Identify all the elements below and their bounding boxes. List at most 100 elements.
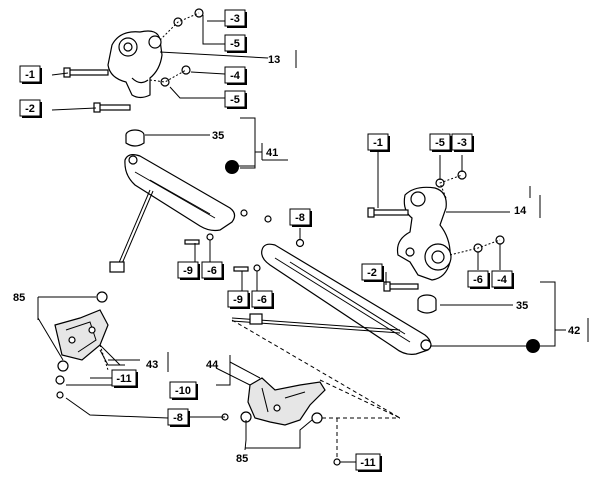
callout-6-a: -6: [201, 261, 224, 280]
callout-9-b: -9: [227, 290, 250, 309]
washer-10-left: [55, 375, 65, 385]
callout-label: -9: [233, 294, 243, 306]
washer-5-top-b: [160, 77, 170, 87]
washer-6-b: [253, 264, 261, 272]
callout-35-right: 35: [516, 300, 528, 312]
callout-label: 85: [13, 292, 25, 304]
callout-label: -11: [360, 457, 375, 469]
callout-label: -9: [183, 265, 193, 277]
callout-5-top-b: -5: [224, 90, 247, 109]
bolt-8-left: [56, 391, 64, 399]
bush-85-left: [96, 291, 108, 303]
rod-end-left: [109, 261, 125, 273]
callout-11-bottom: -11: [355, 453, 382, 472]
dashed-guide-b: [319, 379, 401, 419]
callout-label: -3: [457, 137, 467, 149]
callout-label: -6: [473, 274, 483, 286]
callout-85-left: 85: [13, 292, 25, 304]
callout-5-right: -5: [429, 133, 452, 152]
bush-85-left-low: [57, 360, 69, 372]
callout-label: -1: [25, 69, 35, 81]
callout-label: -11: [116, 373, 131, 385]
callout-label: -2: [25, 103, 35, 115]
nut-3-right: [457, 170, 467, 180]
rod-end-right: [249, 313, 263, 325]
callout-8-low: -8: [167, 408, 190, 427]
callout-42: 42: [568, 318, 589, 342]
callout-label: -10: [175, 385, 191, 397]
bolt-9-a: [184, 239, 200, 245]
callout-label: 41: [266, 147, 278, 159]
bracket-44: [247, 377, 326, 426]
ref-dot-42: [526, 339, 540, 353]
callout-2-right: -2: [361, 263, 384, 282]
callout-label: -5: [230, 94, 240, 106]
washer-8-mid: [295, 238, 305, 248]
bolt-1-top: [63, 67, 109, 78]
bushing-35-right: [417, 294, 437, 314]
callout-label: 13: [268, 54, 280, 66]
callout-13: 13: [268, 50, 297, 68]
callout-label: 44: [206, 359, 219, 371]
callout-6-right: -6: [467, 270, 490, 289]
callout-label: -5: [230, 38, 240, 50]
callout-10: -10: [169, 381, 198, 400]
steering-knuckle-left: [107, 30, 163, 99]
callout-label: 85: [236, 453, 248, 465]
callout-label: -4: [497, 274, 508, 286]
bolt-1-right: [367, 207, 409, 218]
callout-label: -6: [207, 265, 217, 277]
nut-4-top: [181, 65, 191, 75]
callout-label: -8: [295, 212, 305, 224]
callout-label: -4: [230, 70, 241, 82]
callout-2-top: -2: [19, 99, 42, 118]
callout-14: 14: [514, 195, 541, 218]
callout-1-top: -1: [19, 65, 42, 84]
bush-85-bottom: [311, 412, 323, 424]
callout-35-top: 35: [212, 130, 224, 142]
bolt-11-bottom: [333, 458, 341, 466]
bushing-35-top: [125, 129, 145, 147]
callout-label: -6: [257, 294, 267, 306]
callout-label: -1: [373, 137, 383, 149]
callout-3-right: -3: [451, 133, 474, 152]
dashed-guide-a: [231, 319, 401, 419]
callout-label: -3: [230, 13, 240, 25]
callout-label: 35: [516, 300, 528, 312]
callout-label: 35: [212, 130, 224, 142]
bolt-2-right: [383, 281, 419, 292]
callout-4-right: -4: [491, 270, 514, 289]
ref-dot-41: [225, 160, 239, 174]
callout-label: -8: [173, 412, 183, 424]
steering-knuckle-right: [396, 186, 452, 281]
callout-6-b: -6: [251, 290, 274, 309]
callout-3-top: -3: [224, 9, 247, 28]
callout-41: 41: [261, 143, 288, 161]
callout-label: -5: [435, 137, 445, 149]
callout-43: 43: [146, 352, 169, 372]
nut-mid-a: [240, 209, 248, 217]
callout-4-top: -4: [224, 66, 247, 85]
callout-44: 44: [206, 355, 231, 372]
suspension-arm-right: [261, 243, 432, 355]
callout-5-top-a: -5: [224, 34, 247, 53]
leader-lines: [37, 15, 566, 463]
bolt-9-b: [233, 266, 249, 272]
callout-1-right: -1: [367, 133, 390, 152]
callout-label: 42: [568, 325, 580, 337]
callout-11-left: -11: [111, 369, 138, 388]
callout-label: -2: [367, 267, 377, 279]
callout-label: 14: [514, 205, 527, 217]
nut-mid-b: [264, 215, 272, 223]
callout-85-bottom: 85: [236, 453, 248, 465]
washer-6-a: [206, 233, 214, 241]
bracket-43: [54, 309, 109, 361]
bolt-2-top: [93, 102, 131, 113]
strut-rod-left: [117, 189, 151, 266]
callout-label: 43: [146, 359, 158, 371]
callout-8-mid: -8: [289, 208, 312, 227]
suspension-arm-left: [124, 154, 236, 232]
callout-9-a: -9: [177, 261, 200, 280]
